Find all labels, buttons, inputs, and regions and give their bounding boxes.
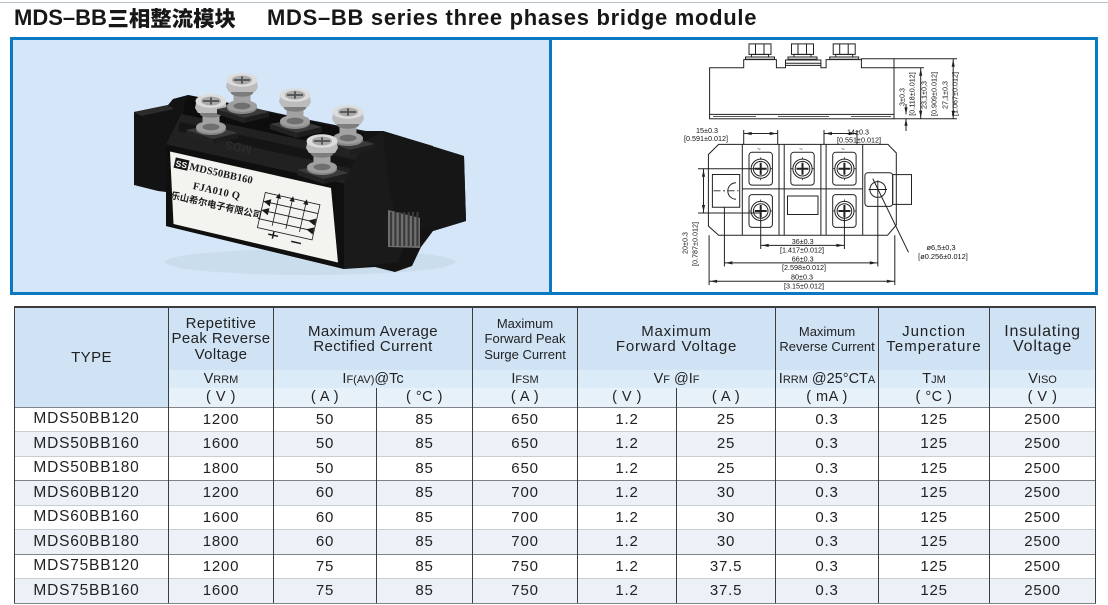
svg-text:[1.417±0.012]: [1.417±0.012]	[780, 246, 824, 255]
svg-text:[1.067±0.012]: [1.067±0.012]	[951, 72, 960, 116]
svg-text:~: ~	[757, 146, 761, 153]
svg-text:3±0.3: 3±0.3	[898, 88, 907, 106]
svg-text:[0.551±0.012]: [0.551±0.012]	[837, 136, 881, 145]
svg-text:[ø0.256±0.012]: [ø0.256±0.012]	[918, 252, 968, 261]
svg-text:80±0.3: 80±0.3	[791, 272, 813, 281]
svg-text:14±0.3: 14±0.3	[847, 128, 869, 137]
svg-text:ø6,5±0,3: ø6,5±0,3	[926, 243, 955, 252]
svg-text:36±0.3: 36±0.3	[792, 237, 814, 246]
svg-text:~: ~	[799, 146, 803, 153]
svg-text:[3.15±0.012]: [3.15±0.012]	[784, 282, 824, 291]
svg-text:SS: SS	[175, 158, 189, 170]
svg-text:[0.118±0.012]: [0.118±0.012]	[908, 72, 917, 115]
svg-text:[2.598±0.012]: [2.598±0.012]	[782, 263, 826, 272]
svg-text:MDS: MDS	[224, 138, 253, 157]
svg-text:27,1±0,3: 27,1±0,3	[941, 81, 950, 109]
svg-text:23,1±0,3: 23,1±0,3	[920, 81, 929, 109]
svg-text:[0.909±0.012]: [0.909±0.012]	[930, 72, 939, 116]
svg-text:66±0.3: 66±0.3	[792, 254, 814, 263]
svg-text:[0.787±0.012]: [0.787±0.012]	[691, 222, 700, 266]
svg-text:15±0.3: 15±0.3	[696, 126, 718, 135]
svg-text:20±0.3: 20±0.3	[681, 232, 690, 254]
svg-text:~: ~	[841, 146, 845, 153]
svg-text:[0.591±0.012]: [0.591±0.012]	[684, 134, 728, 143]
